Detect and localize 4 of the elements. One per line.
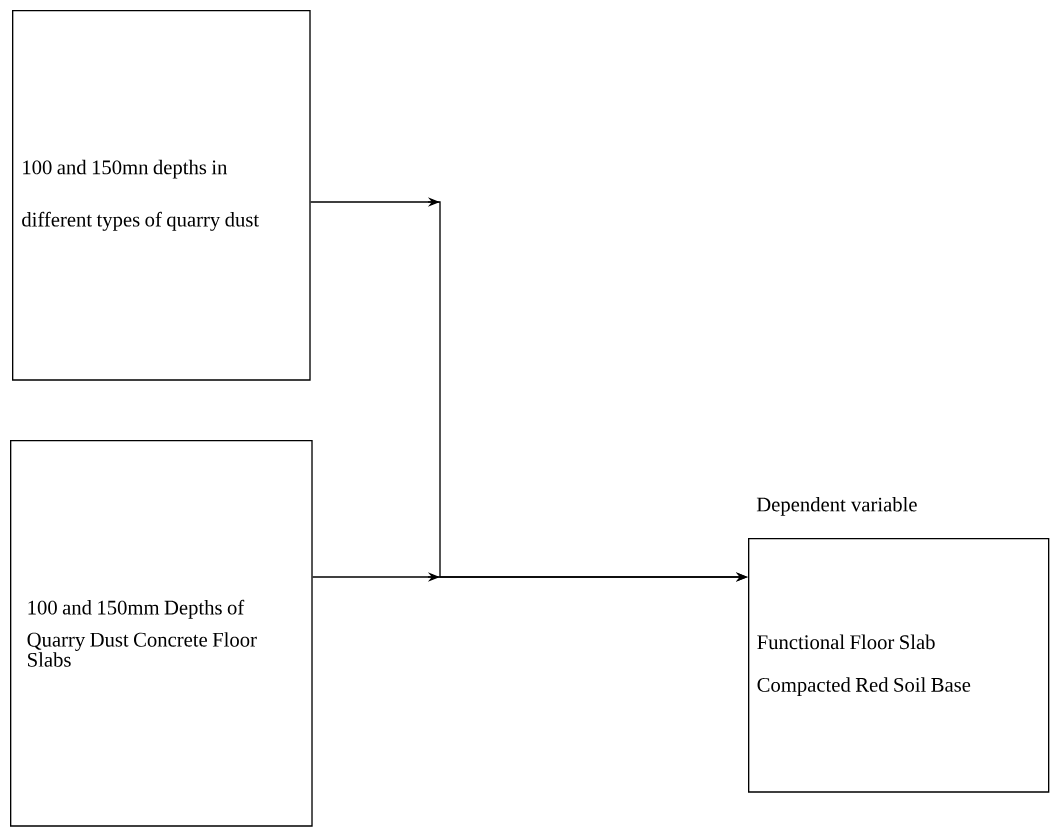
text-box: 100 and 150mn depths in different types of quarry dust bbox=[12, 10, 311, 381]
heading-text: Dependent variable bbox=[756, 497, 917, 516]
text-box: Functional Floor Slab Compacted Red Soil Base bbox=[748, 538, 1050, 793]
text-box: 100 and 150mm Depths of Quarry Dust Concrete Floor Slabs bbox=[10, 440, 313, 827]
